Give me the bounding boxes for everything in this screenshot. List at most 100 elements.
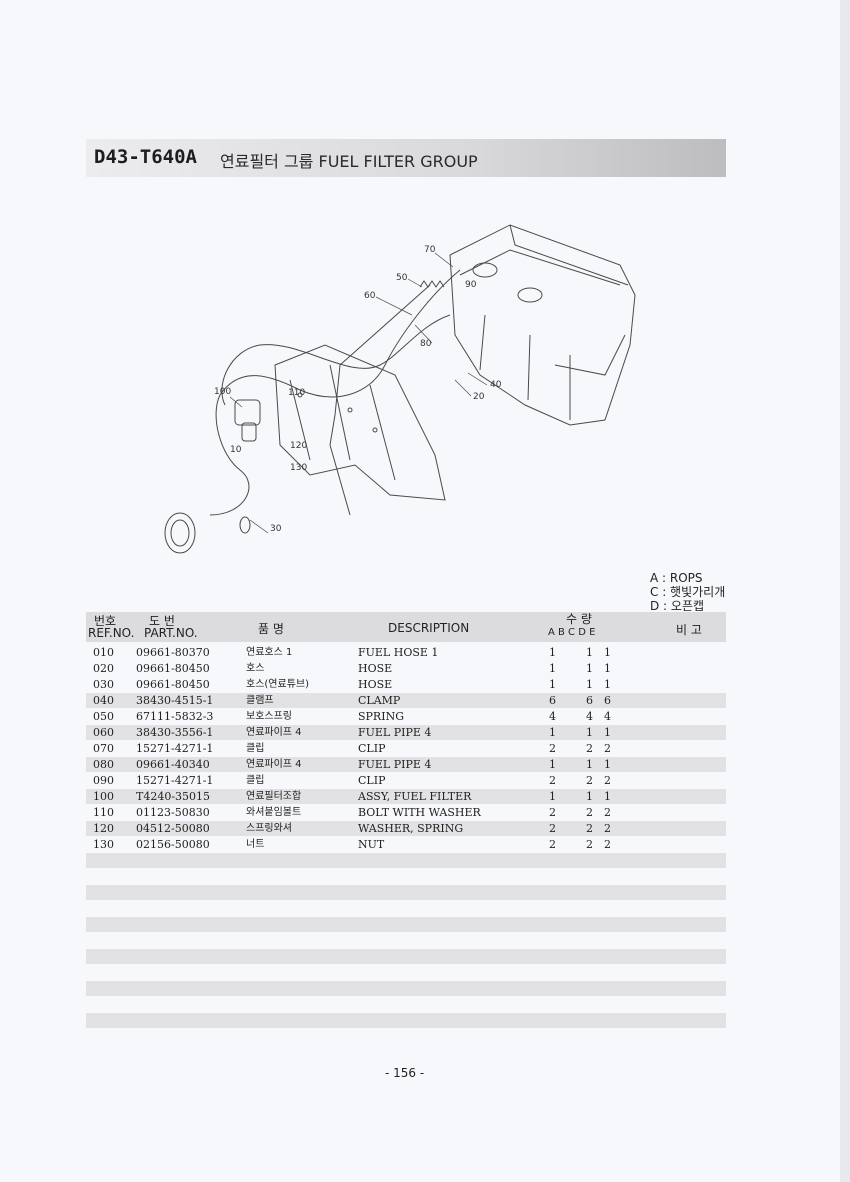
empty-row-stripe <box>86 853 726 868</box>
part-no: T4240-35015 <box>136 790 211 803</box>
callout-10: 10 <box>230 445 242 455</box>
table-row: 110 01123-50830 와셔붙임볼트 BOLT WITH WASHER … <box>86 805 726 820</box>
qty-d: 6 <box>604 694 611 707</box>
drain-cap <box>164 512 196 554</box>
part-description: CLIP <box>358 742 386 755</box>
ref-no: 070 <box>93 742 114 755</box>
ref-no: 110 <box>93 806 114 819</box>
ref-no: 080 <box>93 758 114 771</box>
group-code: D43-T640A <box>94 146 197 168</box>
part-no: 15271-4271-1 <box>136 774 214 787</box>
legend-sunshade: C : 햇빛가리개 <box>650 585 726 599</box>
table-row: 030 09661-80450 호스(연료튜브) HOSE 1 1 1 <box>86 677 726 692</box>
callout-60: 60 <box>364 291 376 301</box>
part-no: 38430-4515-1 <box>136 694 214 707</box>
part-description: HOSE <box>358 662 393 675</box>
ref-no: 090 <box>93 774 114 787</box>
callout-130: 130 <box>290 463 307 473</box>
part-description: SPRING <box>358 710 404 723</box>
part-name-kr: 호스(연료튜브) <box>246 679 310 690</box>
empty-row-stripe <box>86 885 726 900</box>
table-header: 번호 REF.NO. 도 번 PART.NO. 품 명 DESCRIPTION … <box>86 612 726 642</box>
qty-d: 4 <box>604 710 611 723</box>
header-part-en: PART.NO. <box>144 626 198 640</box>
qty-a: 2 <box>549 806 556 819</box>
part-name-kr: 연료필터조합 <box>246 791 302 802</box>
qty-a: 1 <box>549 790 556 803</box>
ref-no: 130 <box>93 838 114 851</box>
table-row: 080 09661-40340 연료파이프 4 FUEL PIPE 4 1 1 … <box>86 757 726 772</box>
legend: A : ROPS C : 햇빛가리개 D : 오픈캡 <box>650 571 725 613</box>
legend-opencab: D : 오픈캡 <box>650 599 705 613</box>
part-no: 09661-80450 <box>136 678 210 691</box>
header-remarks: 비 고 <box>676 623 702 637</box>
callout-40: 40 <box>490 380 502 390</box>
part-description: CLIP <box>358 774 386 787</box>
qty-a: 1 <box>549 662 556 675</box>
part-description: ASSY, FUEL FILTER <box>358 790 472 803</box>
part-name-kr: 와셔붙임볼트 <box>246 807 302 818</box>
part-no: 38430-3556-1 <box>136 726 214 739</box>
fuel-hose <box>209 269 461 516</box>
header-ref-kr: 번호 <box>94 614 117 628</box>
callout-20: 20 <box>473 392 485 402</box>
part-name-kr: 호스 <box>246 663 265 674</box>
qty-a: 1 <box>549 678 556 691</box>
part-no: 67111-5832-3 <box>136 710 214 723</box>
callout-50: 50 <box>396 273 408 283</box>
table-row: 090 15271-4271-1 클립 CLIP 2 2 2 <box>86 773 726 788</box>
table-row: 060 38430-3556-1 연료파이프 4 FUEL PIPE 4 1 1… <box>86 725 726 740</box>
header-name-kr: 품 명 <box>258 622 284 636</box>
qty-d: 2 <box>604 822 611 835</box>
part-no: 09661-80370 <box>136 646 210 659</box>
callout-110: 110 <box>288 388 305 398</box>
qty-d: 2 <box>604 774 611 787</box>
parts-diagram: 70 50 90 60 80 40 20 100 110 10 120 130 … <box>164 224 636 554</box>
ref-no: 100 <box>93 790 114 803</box>
return-hose <box>221 314 451 406</box>
table-row: 050 67111-5832-3 보호스프링 SPRING 4 4 4 <box>86 709 726 724</box>
qty-d: 1 <box>604 662 611 675</box>
part-description: CLAMP <box>358 694 401 707</box>
part-description: FUEL PIPE 4 <box>358 726 432 739</box>
qty-a: 4 <box>549 710 556 723</box>
part-no: 15271-4271-1 <box>136 742 214 755</box>
part-name-kr: 스프링와셔 <box>246 823 292 834</box>
empty-row-stripe <box>86 1013 726 1028</box>
header-part-kr: 도 번 <box>149 614 175 628</box>
callout-labels: 70 50 90 60 80 40 20 100 110 10 120 130 … <box>214 245 502 534</box>
part-description: FUEL PIPE 4 <box>358 758 432 771</box>
page-number: - 156 - <box>385 1066 425 1080</box>
ref-no: 030 <box>93 678 114 691</box>
part-description: BOLT WITH WASHER <box>358 806 481 819</box>
qty-c: 2 <box>586 774 593 787</box>
spring <box>419 280 445 288</box>
qty-a: 2 <box>549 742 556 755</box>
table-row: 130 02156-50080 너트 NUT 2 2 2 <box>86 837 726 852</box>
qty-d: 1 <box>604 678 611 691</box>
ref-no: 050 <box>93 710 114 723</box>
mount-frame <box>274 344 446 501</box>
qty-d: 2 <box>604 742 611 755</box>
table-row: 040 38430-4515-1 클램프 CLAMP 6 6 6 <box>86 693 726 708</box>
part-name-kr: 클립 <box>246 743 265 754</box>
ref-no: 060 <box>93 726 114 739</box>
empty-row-stripe <box>86 949 726 964</box>
ref-no: 020 <box>93 662 114 675</box>
header-qty-columns: A B C D E <box>548 627 596 638</box>
callout-80: 80 <box>420 339 432 349</box>
table-row: 020 09661-80450 호스 HOSE 1 1 1 <box>86 661 726 676</box>
qty-a: 2 <box>549 774 556 787</box>
qty-d: 1 <box>604 646 611 659</box>
part-description: HOSE <box>358 678 393 691</box>
ref-no: 010 <box>93 646 114 659</box>
part-name-kr: 연료파이프 4 <box>246 759 302 770</box>
qty-d: 1 <box>604 758 611 771</box>
qty-c: 2 <box>586 806 593 819</box>
qty-c: 2 <box>586 838 593 851</box>
qty-d: 2 <box>604 806 611 819</box>
empty-row-stripe <box>86 981 726 996</box>
table-row: 070 15271-4271-1 클립 CLIP 2 2 2 <box>86 741 726 756</box>
qty-a: 1 <box>549 758 556 771</box>
header-ref-en: REF.NO. <box>88 626 135 640</box>
